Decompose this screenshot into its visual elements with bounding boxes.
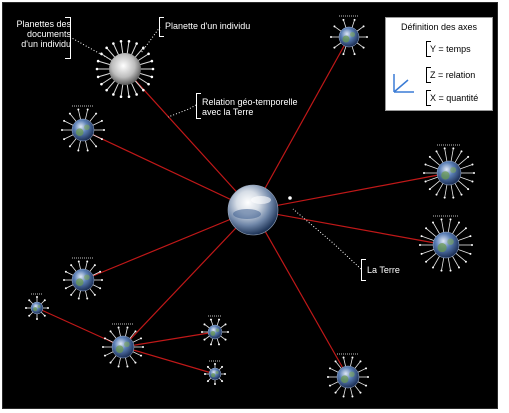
link-small-right (122, 331, 216, 348)
spiky-individual-planet-icon (95, 39, 155, 99)
document-planet-icon (423, 144, 475, 199)
relation-links (36, 36, 450, 378)
link-left-upper (82, 129, 254, 211)
link-bottom-center (122, 209, 254, 348)
earth-label: La Terre (367, 265, 400, 275)
document-planet-icon (63, 257, 103, 300)
individual-planet-label: Planette d'un individu (165, 21, 251, 31)
callout-earth (292, 208, 362, 270)
diagram-canvas: Planettes des documents d'un individu Pl… (2, 2, 498, 409)
link-top-right (252, 36, 350, 211)
axes-icon (393, 74, 414, 93)
callout-lines (69, 26, 362, 270)
document-planet-icon (201, 315, 229, 346)
callout-individual (140, 26, 161, 54)
relation-label: Relation géo-temporelle avec la Terre (202, 97, 298, 117)
callout-relation (167, 104, 197, 118)
document-planet-icon (327, 353, 369, 398)
legend-title: Définition des axes (400, 22, 478, 32)
x-axis-bracket (426, 90, 431, 106)
y-axis-bracket (426, 41, 431, 57)
axes-legend: Définition des axes Y = temps Z = relati… (385, 17, 493, 111)
link-tiny-bottom (122, 346, 216, 375)
document-planet-icon (61, 105, 105, 152)
individual-planet-bracket (159, 17, 164, 37)
link-bottom-right (252, 209, 349, 378)
z-axis-label: Z = relation (430, 70, 476, 80)
earth-globe-icon (227, 184, 292, 236)
link-right-upper (252, 172, 450, 211)
link-individual-earth (124, 68, 254, 211)
document-planet-icon (330, 15, 368, 56)
callout-documents (69, 36, 114, 62)
planet-nodes (25, 15, 475, 398)
document-planet-icon (419, 215, 473, 272)
documents-planets-bracket (65, 17, 71, 59)
document-planet-icon (102, 323, 144, 368)
relation-bracket (196, 93, 201, 119)
link-left-middle (82, 209, 254, 281)
earth-bracket (361, 259, 366, 281)
document-planet-icon (25, 293, 49, 320)
y-axis-label: Y = temps (430, 44, 471, 54)
documents-planets-label: Planettes des documents d'un individu (16, 19, 71, 49)
x-axis-label: X = quantité (430, 93, 479, 103)
network-diagram (25, 15, 475, 398)
z-axis-bracket (426, 67, 431, 83)
link-right-lower (252, 209, 447, 246)
document-planet-icon (204, 360, 226, 385)
